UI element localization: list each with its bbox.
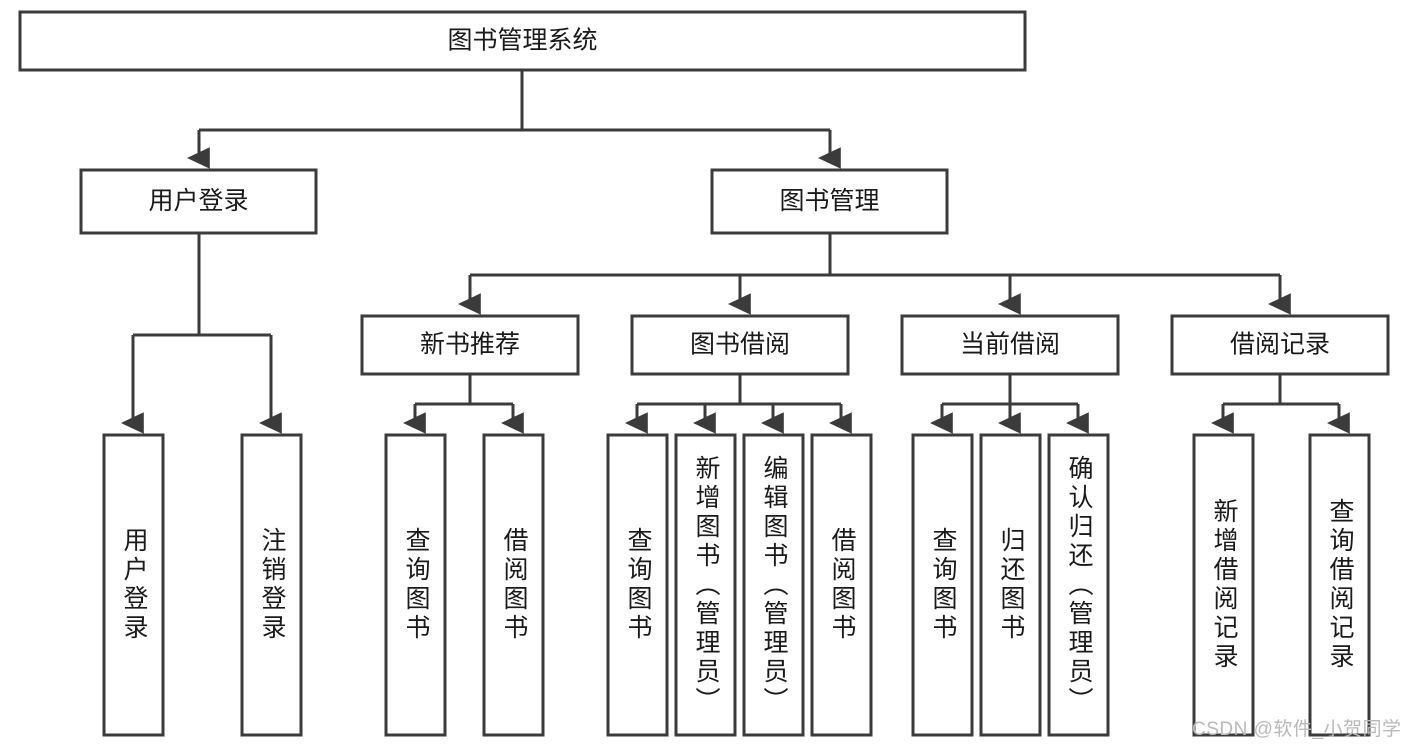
node-leaf-logout-box[interactable]	[240, 433, 303, 737]
connector-group-root	[186, 70, 841, 169]
node-user-login[interactable]: 用户登录	[79, 168, 318, 235]
node-book-borrow[interactable]: 图书借阅	[630, 314, 850, 376]
node-leaf-query-book-3-box[interactable]	[911, 433, 974, 737]
node-book-manage[interactable]: 图书管理	[710, 168, 949, 235]
node-borrow-record-box[interactable]	[1170, 314, 1390, 376]
leaf-box-group	[102, 433, 1371, 737]
node-leaf-add-book-box[interactable]	[674, 433, 737, 737]
node-book-borrow-box[interactable]	[630, 314, 850, 376]
node-root-label: 图书管理系统	[447, 27, 597, 55]
node-borrow-record[interactable]: 借阅记录	[1170, 314, 1390, 376]
node-user-login-box[interactable]	[79, 168, 318, 235]
connector-group-book-borrow	[624, 374, 852, 434]
node-book-manage-box[interactable]	[710, 168, 949, 235]
node-current-borrow[interactable]: 当前借阅	[900, 314, 1120, 376]
node-borrow-record-label: 借阅记录	[1230, 331, 1330, 359]
node-new-book-recommend[interactable]: 新书推荐	[360, 314, 580, 376]
connector-group-new-book-recommend	[402, 374, 524, 434]
node-new-book-recommend-box[interactable]	[360, 314, 580, 376]
node-current-borrow-label: 当前借阅	[960, 331, 1060, 359]
node-leaf-add-record-box[interactable]	[1192, 433, 1255, 737]
node-leaf-borrow-book-2-box[interactable]	[810, 433, 873, 737]
node-leaf-user-login-box[interactable]	[102, 433, 165, 737]
node-leaf-confirm-return-box[interactable]	[1047, 433, 1110, 737]
node-book-borrow-label: 图书借阅	[690, 331, 790, 359]
node-current-borrow-box[interactable]	[900, 314, 1120, 376]
connector-group-current-borrow	[929, 374, 1089, 434]
node-root[interactable]: 图书管理系统	[18, 10, 1027, 72]
node-leaf-edit-book-box[interactable]	[742, 433, 805, 737]
node-book-manage-label: 图书管理	[779, 187, 879, 215]
connector-group-user-login	[120, 233, 282, 434]
node-user-login-label: 用户登录	[148, 187, 248, 215]
node-root-box[interactable]	[18, 10, 1027, 72]
node-leaf-query-record-box[interactable]	[1308, 433, 1371, 737]
node-leaf-query-book-2-box[interactable]	[606, 433, 669, 737]
connector-group-book-manage	[457, 233, 1291, 315]
node-leaf-return-book-box[interactable]	[979, 433, 1042, 737]
node-leaf-borrow-book-1-box[interactable]	[482, 433, 545, 737]
csdn-watermark: CSDN @软件_小贺同学	[1192, 719, 1402, 740]
node-leaf-query-book-1-box[interactable]	[384, 433, 447, 737]
node-new-book-recommend-label: 新书推荐	[420, 331, 520, 359]
connector-group-borrow-record	[1210, 374, 1350, 434]
